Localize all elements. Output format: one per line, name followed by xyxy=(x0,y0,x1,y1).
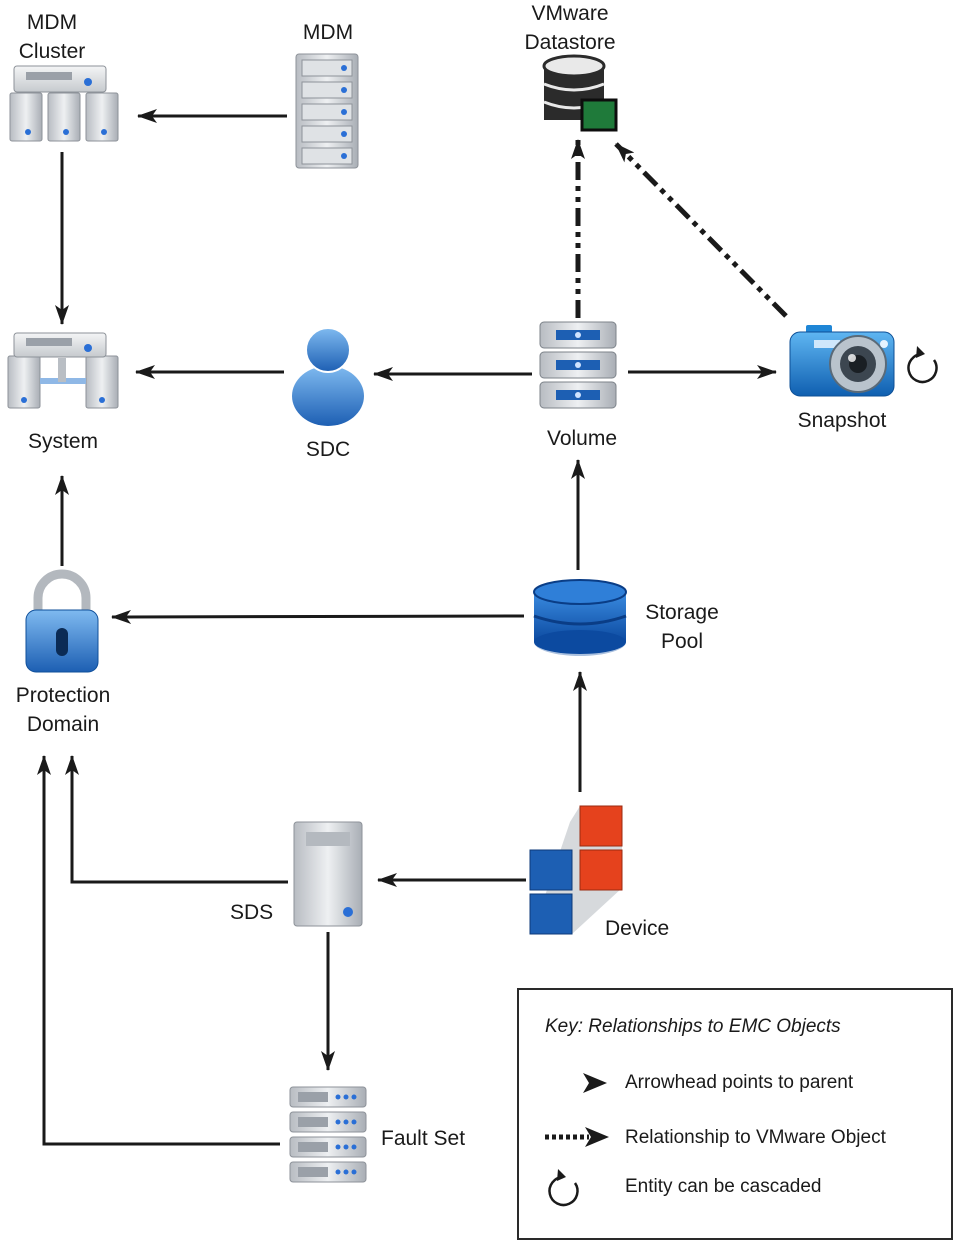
device-label: Device xyxy=(605,917,670,940)
protection-domain-lock-icon xyxy=(25,569,99,673)
edge-storage-pool-to-protection-domain xyxy=(111,609,525,624)
arrowhead-icon xyxy=(583,1073,607,1093)
sds-server-icon xyxy=(293,821,363,927)
storage-pool-icon xyxy=(533,579,627,656)
legend-title: Key: Relationships to EMC Objects xyxy=(545,1016,841,1037)
legend-box: Key: Relationships to EMC Objects Arrowh… xyxy=(517,988,953,1240)
volume-icon xyxy=(539,321,617,409)
legend-item-cascade-text: Entity can be cascaded xyxy=(625,1176,822,1197)
vmware-datastore-label: VMware Datastore xyxy=(524,2,616,54)
volume-label: Volume xyxy=(546,427,618,450)
system-label: System xyxy=(27,430,98,453)
cascade-icon xyxy=(548,1169,579,1207)
edge-snapshot-to-datastore xyxy=(614,142,788,318)
fault-set-icon xyxy=(289,1086,367,1183)
legend-item-vmware-text: Relationship to VMware Object xyxy=(625,1127,886,1148)
edge-fault-set-to-protection-domain xyxy=(37,755,280,1146)
storage-pool-label: Storage Pool xyxy=(645,601,719,653)
sdc-user-icon xyxy=(292,327,364,426)
legend-item-arrowhead-text: Arrowhead points to parent xyxy=(625,1072,854,1093)
mdm-cluster-label: MDM Cluster xyxy=(18,11,86,63)
mdm-label: MDM xyxy=(302,21,354,44)
mdm-icon xyxy=(295,53,359,169)
connectors xyxy=(37,109,788,1146)
system-icon xyxy=(7,332,119,409)
edge-sds-to-protection-domain xyxy=(65,755,288,884)
datastore-icon xyxy=(542,54,618,132)
fault-set-label: Fault Set xyxy=(381,1127,466,1150)
sdc-label: SDC xyxy=(305,438,351,461)
device-icon xyxy=(529,805,623,935)
snapshot-camera-icon xyxy=(789,325,895,397)
mdm-cluster-icon xyxy=(9,65,119,142)
protection-domain-label: Protection Domain xyxy=(15,684,111,736)
snapshot-cascade-icon xyxy=(907,346,938,384)
legend-symbols xyxy=(545,1073,609,1207)
dotted-arrow-icon xyxy=(545,1127,609,1147)
sds-label: SDS xyxy=(230,901,274,924)
snapshot-label: Snapshot xyxy=(797,409,887,432)
